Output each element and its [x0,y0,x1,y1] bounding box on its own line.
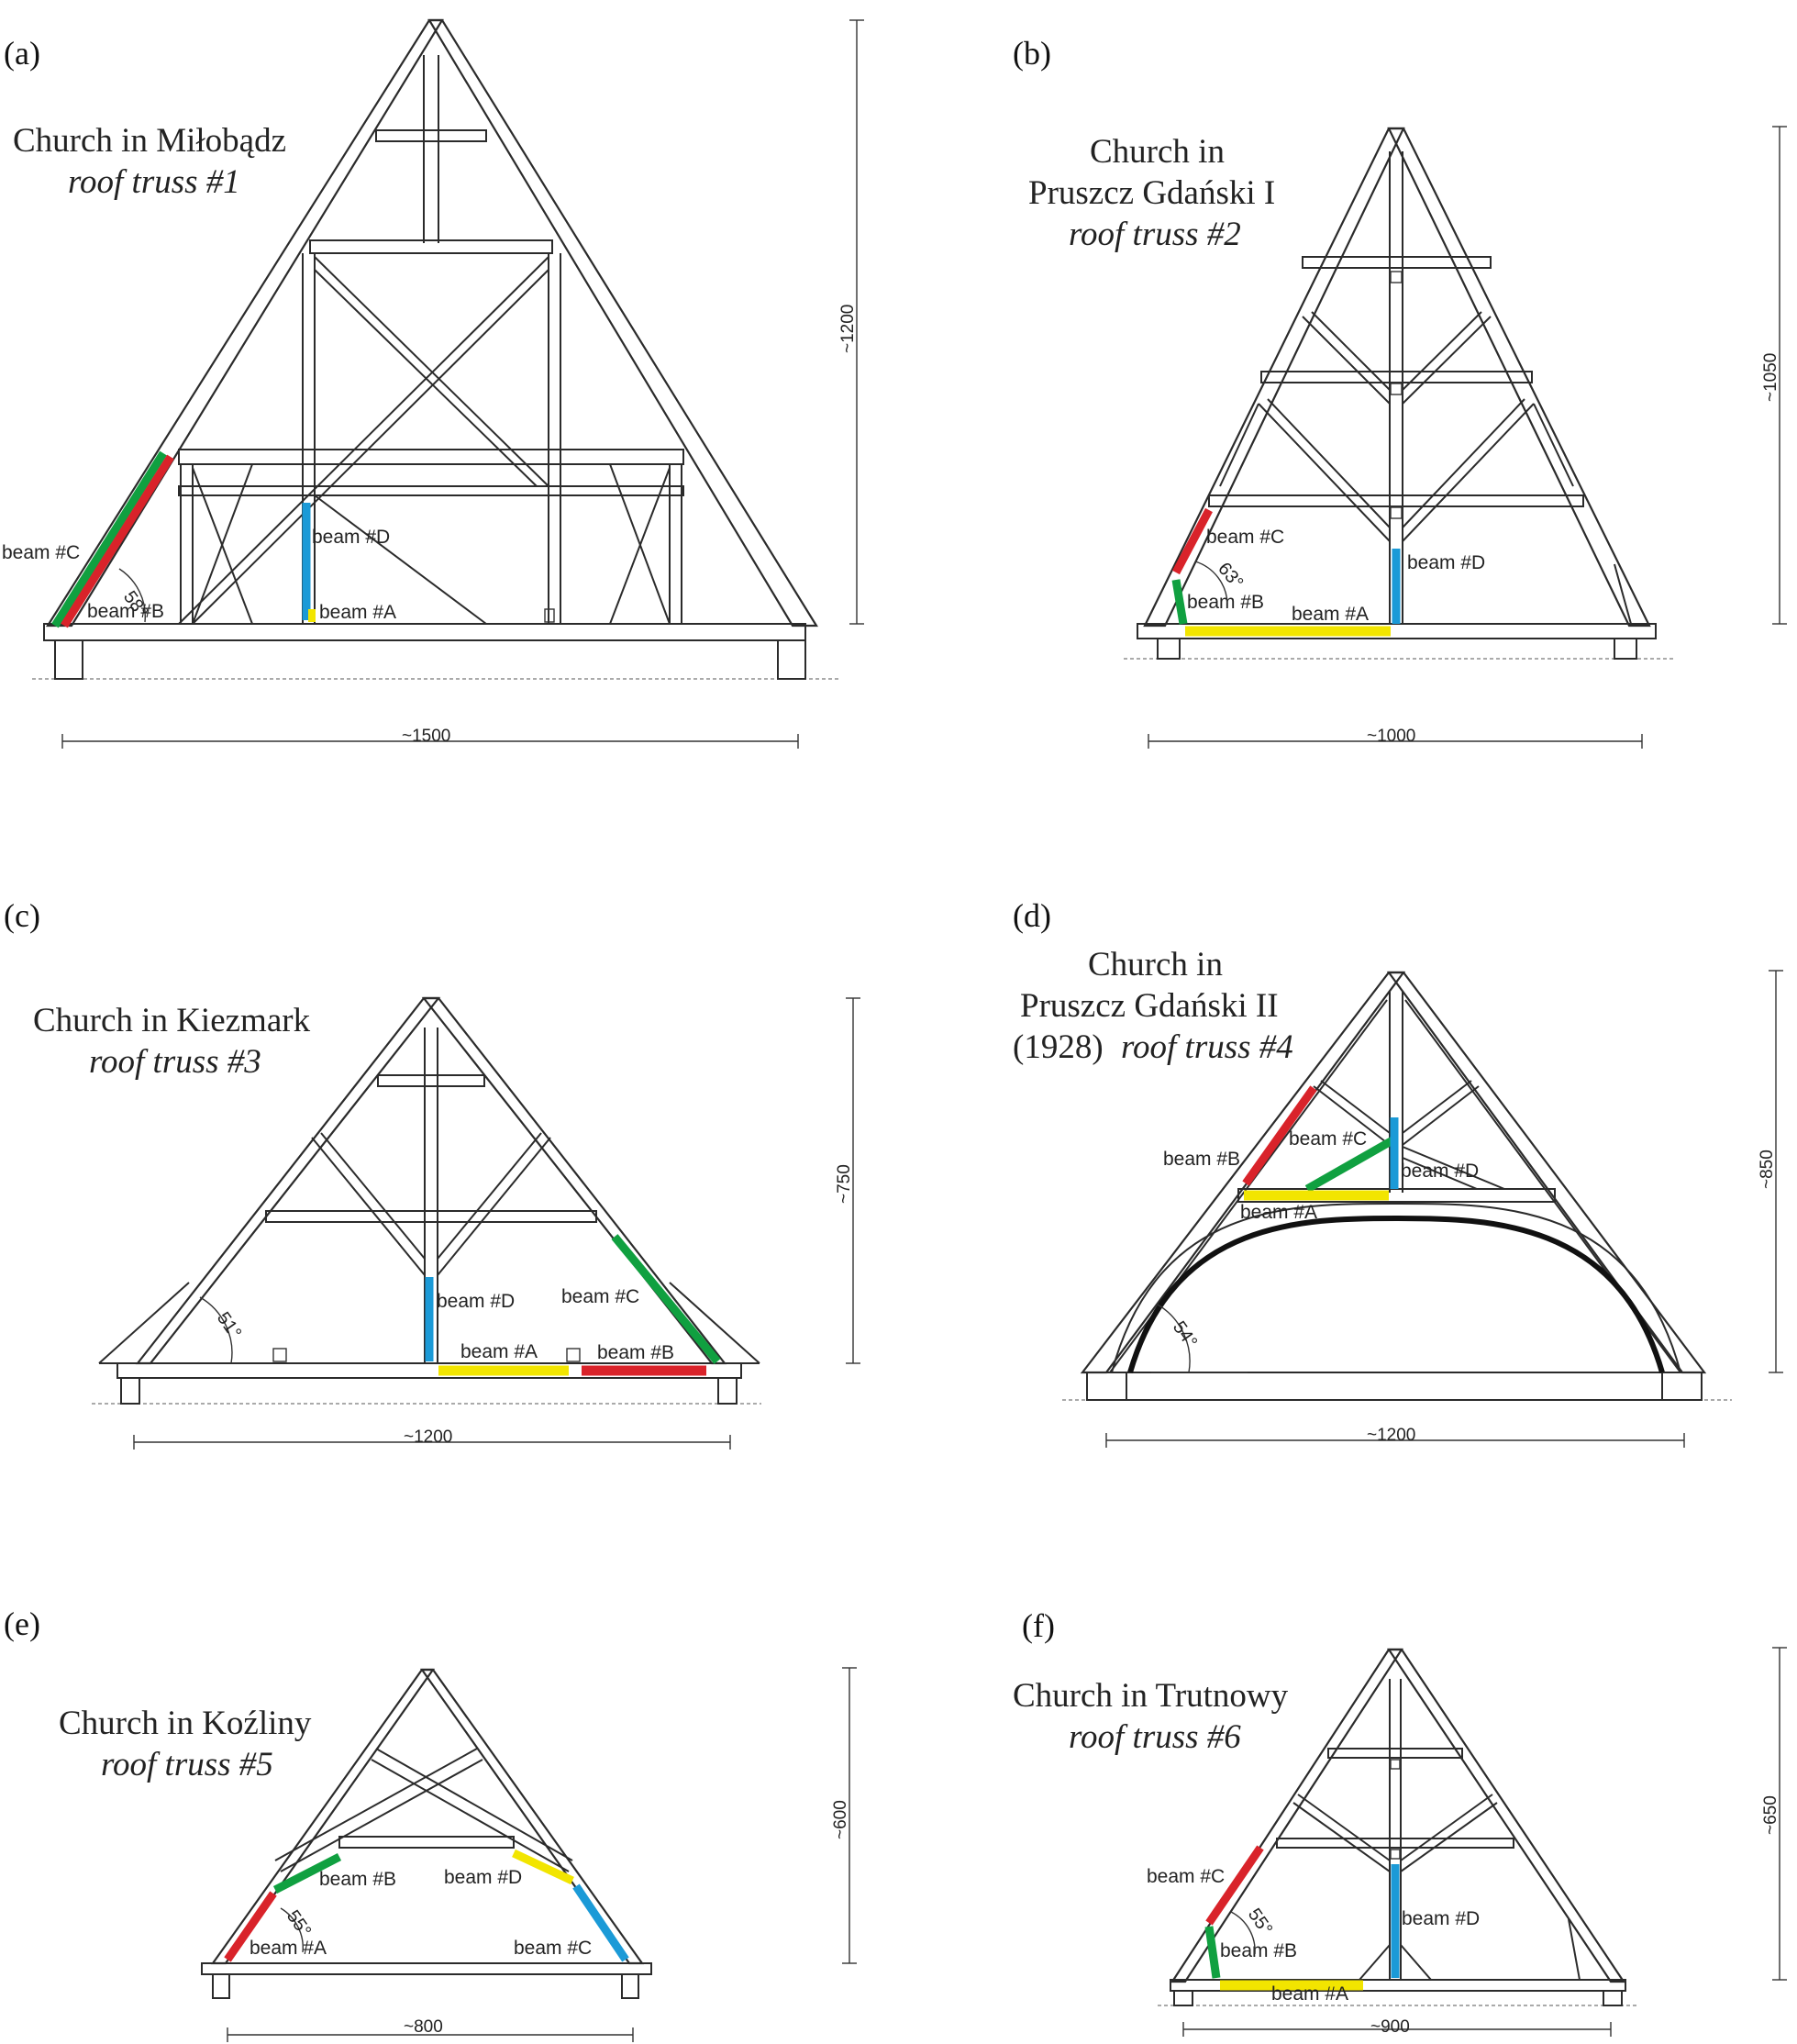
panel-b-beam-a-label: beam #A [1292,604,1369,625]
panel-b-beam-b-label: beam #B [1187,592,1264,613]
panel-f-angle: 55° [1244,1905,1276,1938]
panel-f-truss [1158,1648,1637,2006]
panel-a-truss [32,18,839,680]
panel-c-beam-b-label: beam #B [597,1342,674,1363]
panel-a: (a) Church in Miłobądz roof truss #1 [2,18,864,749]
panel-d-subtitle: roof truss #4 [1121,1028,1293,1066]
panel-d-beam-c-label: beam #C [1289,1128,1367,1150]
panel-c-title: Church in Kiezmark [33,1002,311,1039]
panel-f-title: Church in Trutnowy [1013,1677,1289,1715]
panel-c-width-dim: ~1200 [404,1427,452,1447]
panel-c-beam-d-label: beam #D [437,1291,515,1312]
panel-f-beam-b-label: beam #B [1220,1940,1297,1961]
panel-e-beam-b-label: beam #B [319,1869,396,1890]
panel-d-height-dim: ~850 [1758,1150,1777,1189]
panel-d-angle: 54° [1169,1317,1201,1351]
panel-a-width-dim: ~1500 [402,727,450,746]
panel-e-angle: 55° [283,1906,315,1940]
panel-b-beam-b [1171,579,1188,625]
panel-b-title-2: Pruszcz Gdański I [1028,174,1275,212]
panel-e-letter: (e) [4,1605,40,1642]
panel-d: (d) Church in Pruszcz Gdański II (1928) … [1013,897,1783,1448]
panel-a-letter: (a) [4,35,40,72]
panel-f-beam-c-label: beam #C [1147,1866,1225,1887]
panel-e-width-dim: ~800 [404,2017,443,2037]
panel-a-beam-c-label: beam #C [2,542,80,563]
panel-a-beam-b [61,454,174,628]
panel-e-beam-c-label: beam #C [514,1938,592,1959]
panel-a-beam-d-label: beam #D [312,527,390,548]
panel-f-beam-b [1204,1926,1221,1979]
panel-e-beam-a [224,1891,277,1962]
panel-b-beam-c [1172,507,1213,575]
panel-d-beam-d-label: beam #D [1401,1161,1479,1182]
panel-e: (e) Church in Koźliny roof truss #5 beam… [4,1605,857,2042]
panel-b-angle: 63° [1214,559,1247,593]
panel-e-beam-a-label: beam #A [250,1938,327,1959]
panel-e-beam-c [572,1883,629,1962]
panel-e-beam-b [272,1852,342,1894]
panel-f-beam-d-label: beam #D [1402,1908,1480,1929]
panel-d-title-1: Church in [1088,946,1223,983]
panel-b-letter: (b) [1013,35,1051,72]
panel-e-truss [201,1668,652,1999]
panel-c-beam-c-label: beam #C [561,1286,639,1307]
panel-c-angle: 51° [213,1308,245,1342]
panel-f-beam-a-label: beam #A [1271,1983,1348,2005]
panel-c-height-dim: ~750 [835,1164,854,1204]
panel-d-title-prefix: (1928) [1013,1028,1104,1066]
panel-e-subtitle: roof truss #5 [101,1746,273,1783]
panel-f-letter: (f) [1022,1607,1055,1644]
panel-c-subtitle: roof truss #3 [89,1043,261,1081]
panel-b-truss [1124,127,1674,660]
panel-b-width-dim: ~1000 [1367,727,1415,746]
panel-f-height-dim: ~650 [1761,1795,1780,1835]
panel-f-beam-c [1205,1845,1264,1926]
panel-c-beam-c [611,1234,721,1364]
panel-b-beam-c-label: beam #C [1206,527,1284,548]
panel-b-height-dim: ~1050 [1761,353,1780,402]
panel-d-beam-c [1304,1137,1395,1193]
panel-a-beam-a-label: beam #A [319,602,396,623]
panel-d-width-dim: ~1200 [1367,1426,1415,1445]
panel-d-beam-b [1242,1085,1317,1186]
panel-b-beam-d-label: beam #D [1407,552,1485,573]
panel-c: (c) Church in Kiezmark roof truss #3 [4,897,860,1450]
panel-a-beam-c [51,450,167,628]
panel-e-beam-d-label: beam #D [444,1867,522,1888]
panel-f: (f) Church in Trutnowy roof truss #6 [1013,1607,1787,2037]
panel-b-title-1: Church in [1090,133,1225,171]
panel-e-title: Church in Koźliny [59,1705,312,1742]
panel-d-beam-a-label: beam #A [1240,1202,1317,1223]
panel-b-subtitle: roof truss #2 [1069,216,1241,253]
panel-a-subtitle: roof truss #1 [68,163,240,201]
panel-c-beam-a-label: beam #A [460,1341,538,1362]
panel-b: (b) Church in Pruszcz Gdański I roof tru… [1013,35,1787,749]
panel-d-title-2: Pruszcz Gdański II [1020,987,1279,1025]
panel-a-title: Church in Miłobądz [13,122,286,160]
panel-e-beam-d [512,1849,574,1885]
panel-d-beam-b-label: beam #B [1163,1149,1240,1170]
panel-c-letter: (c) [4,897,40,934]
panel-d-truss [1062,971,1732,1401]
panel-f-subtitle: roof truss #6 [1069,1718,1241,1756]
panel-d-letter: (d) [1013,897,1051,934]
panel-f-width-dim: ~900 [1370,2017,1410,2037]
panel-a-height-dim: ~1200 [838,305,858,353]
panel-e-height-dim: ~600 [831,1800,850,1839]
